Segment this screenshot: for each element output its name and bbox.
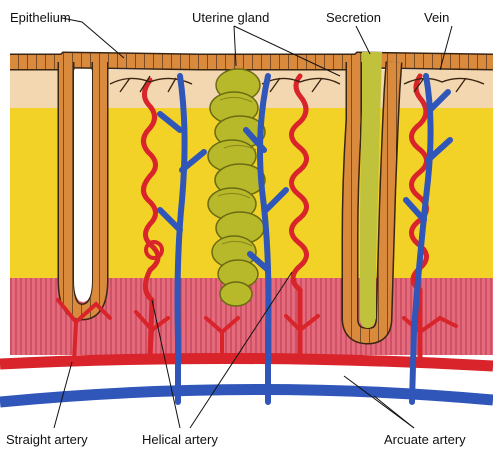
label-arcuate-artery: Arcuate artery — [384, 432, 466, 447]
label-uterine-gland: Uterine gland — [192, 10, 269, 25]
label-straight-artery: Straight artery — [6, 432, 88, 447]
left-gland-lumen — [74, 70, 92, 302]
surface-epithelium-cells — [10, 60, 493, 62]
label-helical-artery: Helical artery — [142, 432, 218, 447]
label-vein: Vein — [424, 10, 449, 25]
label-secretion: Secretion — [326, 10, 381, 25]
label-epithelium: Epithelium — [10, 10, 71, 25]
